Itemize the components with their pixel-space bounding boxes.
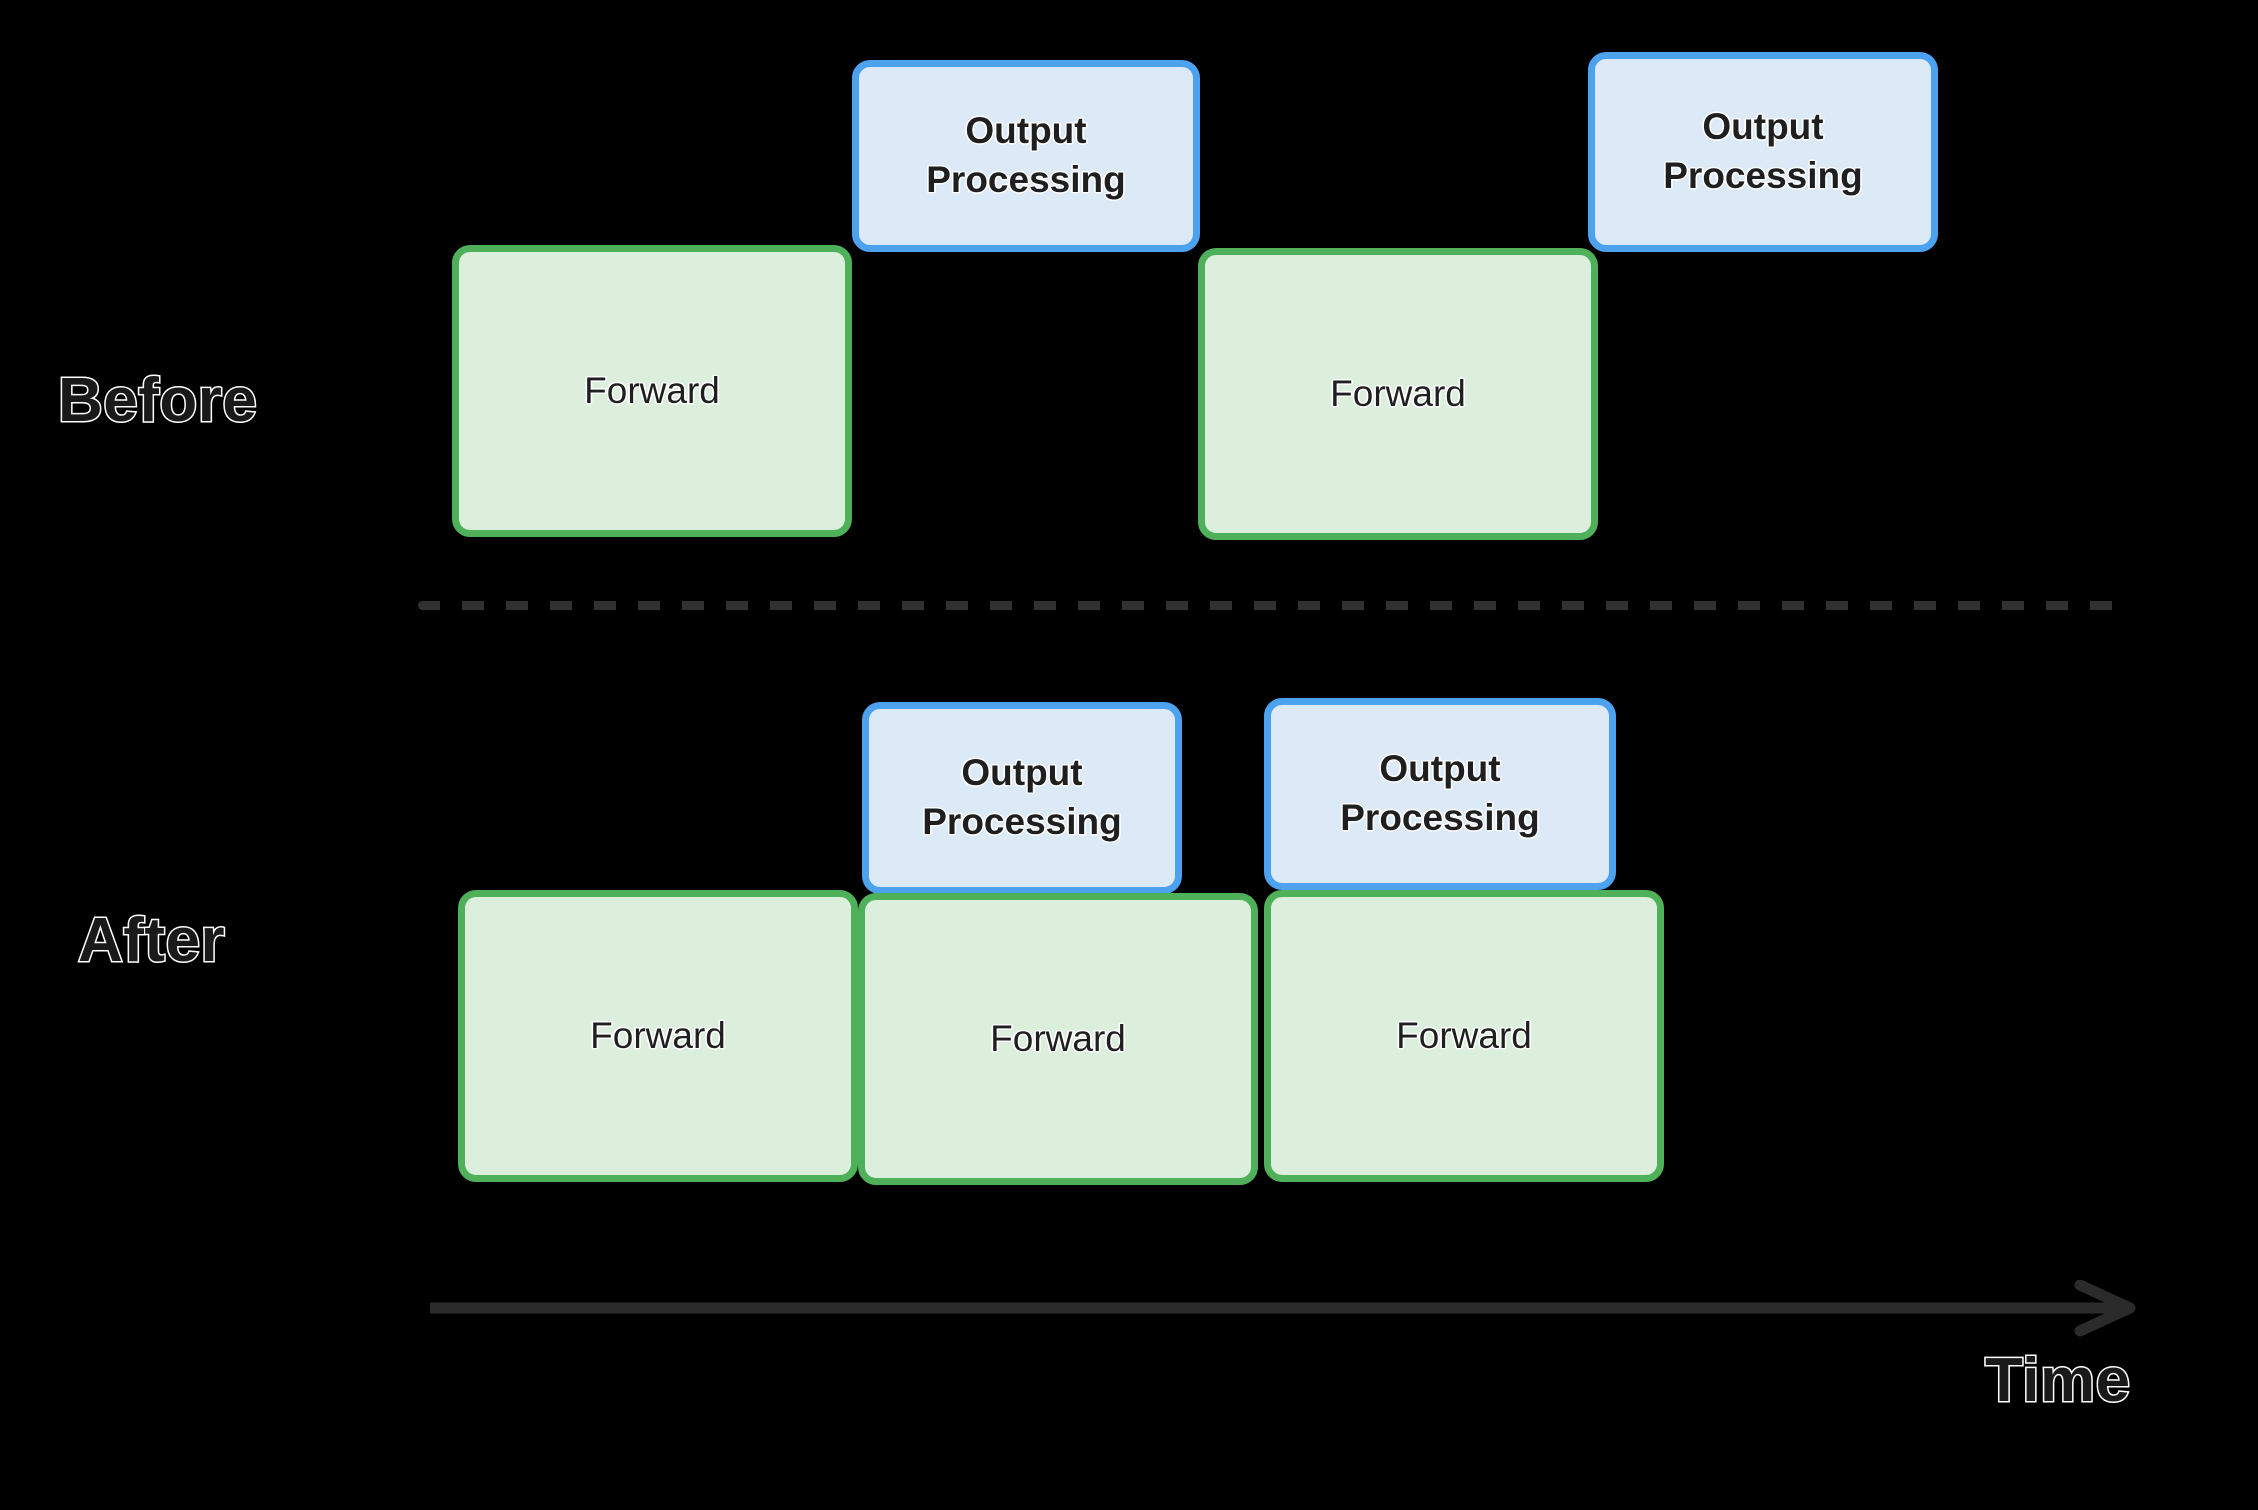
after-output-processing-block-2: Output Processing	[1264, 698, 1616, 890]
after-forward-text-1: Forward	[590, 1014, 726, 1056]
output-line-2: Processing	[922, 801, 1122, 842]
arrow-right-icon	[2074, 1280, 2136, 1337]
before-output-processing-text-1: Output Processing	[926, 107, 1125, 205]
output-line-2: Processing	[926, 159, 1126, 200]
before-forward-block-1: Forward	[452, 245, 852, 537]
after-output-processing-text-2: Output Processing	[1340, 745, 1539, 843]
before-forward-text-2: Forward	[1330, 372, 1466, 414]
before-forward-block-2: Forward	[1198, 248, 1598, 540]
after-forward-text-2: Forward	[990, 1017, 1126, 1059]
after-forward-block-1: Forward	[458, 890, 858, 1182]
output-line-2: Processing	[1340, 797, 1540, 838]
after-forward-block-2: Forward	[858, 893, 1258, 1185]
after-forward-text-3: Forward	[1396, 1014, 1532, 1056]
after-output-processing-text-1: Output Processing	[922, 749, 1121, 847]
after-forward-block-3: Forward	[1264, 890, 1664, 1182]
row-label-after: After	[76, 906, 226, 975]
output-line-1: Output	[965, 110, 1087, 152]
time-axis	[430, 1280, 2136, 1337]
output-line-1: Output	[1379, 748, 1501, 790]
section-divider	[418, 601, 2130, 610]
output-line-2: Processing	[1663, 155, 1863, 196]
before-output-processing-text-2: Output Processing	[1663, 103, 1862, 201]
before-output-processing-block-1: Output Processing	[852, 60, 1200, 252]
time-axis-label: Time	[1984, 1346, 2132, 1415]
output-line-1: Output	[1702, 106, 1824, 148]
before-forward-text-1: Forward	[584, 369, 720, 411]
after-output-processing-block-1: Output Processing	[862, 702, 1182, 894]
output-line-1: Output	[961, 752, 1083, 794]
before-output-processing-block-2: Output Processing	[1588, 52, 1938, 252]
row-label-before: Before	[56, 366, 258, 435]
